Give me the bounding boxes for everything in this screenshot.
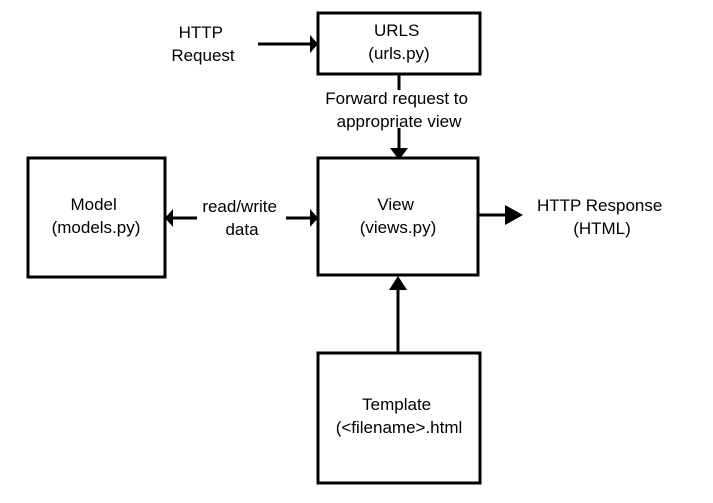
template-label-line1: Template	[362, 395, 431, 414]
node-template: Template (<filename>.html	[316, 351, 482, 485]
view-label-line2: (views.py)	[360, 218, 437, 237]
edge-forward-request	[390, 74, 408, 160]
http-request-arrowhead-icon	[310, 35, 318, 53]
urls-label-line1: URLS	[374, 21, 419, 40]
model-box	[26, 156, 167, 279]
http-response-label: HTTP Response (HTML)	[537, 196, 667, 238]
template-label-line2: (<filename>.html	[336, 418, 463, 437]
edge-http-request	[258, 35, 318, 53]
read-write-label-line1: read/write	[202, 197, 277, 216]
http-response-arrowhead-icon	[505, 205, 523, 225]
view-box	[316, 156, 480, 277]
model-label: Model (models.py)	[52, 195, 141, 237]
forward-request-label: Forward request to appropriate view	[325, 89, 472, 131]
urls-label-line2: (urls.py)	[368, 44, 429, 63]
http-request-label-line1: HTTP	[179, 23, 223, 42]
urls-label: URLS (urls.py)	[368, 21, 429, 63]
http-request-label: HTTP Request	[171, 23, 235, 65]
template-label: Template (<filename>.html	[336, 395, 463, 437]
edge-template-to-view	[389, 276, 407, 353]
model-label-line2: (models.py)	[52, 218, 141, 237]
urls-box	[316, 11, 482, 76]
read-write-label-line2: data	[225, 220, 259, 239]
read-write-arrowhead-right-icon	[310, 209, 318, 227]
forward-request-label-line2: appropriate view	[337, 112, 462, 131]
http-response-label-line1: HTTP Response	[537, 196, 662, 215]
read-write-label: read/write data	[202, 197, 281, 239]
forward-request-arrowhead-icon	[390, 148, 408, 160]
node-urls: URLS (urls.py)	[316, 11, 482, 76]
http-request-label-line2: Request	[171, 46, 235, 65]
http-response-label-line2: (HTML)	[573, 219, 631, 238]
model-label-line1: Model	[70, 195, 116, 214]
view-label: View (views.py)	[360, 195, 437, 237]
node-model: Model (models.py)	[26, 156, 167, 279]
node-view: View (views.py)	[316, 156, 480, 277]
edge-read-write	[165, 209, 318, 227]
view-label-line1: View	[377, 195, 414, 214]
template-to-view-arrowhead-icon	[389, 276, 407, 290]
edge-http-response	[478, 205, 523, 225]
read-write-arrowhead-left-icon	[165, 209, 173, 227]
template-box	[316, 351, 482, 485]
forward-request-label-line1: Forward request to	[325, 89, 468, 108]
